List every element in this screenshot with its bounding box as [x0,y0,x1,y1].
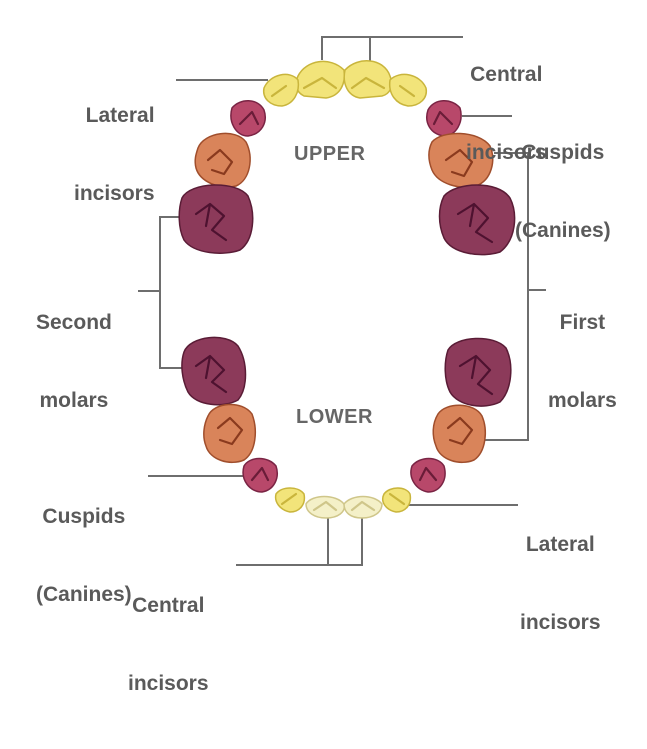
label-line: incisors [128,672,209,695]
label-line: Cuspids [42,505,126,528]
lower-lateral-incisor-left [274,487,306,513]
label-line: (Canines) [515,219,611,242]
lower-premolar-right [432,404,487,464]
leader-lines [138,36,546,566]
upper-canine-left [230,100,266,137]
leader-second-molars [138,216,184,369]
label-line: molars [548,389,617,412]
leader-first-molars [482,152,546,441]
label-first-molars: First molars [548,258,617,466]
lower-canine-left [242,457,278,493]
label-lower-lateral-incisors: Lateral incisors [520,480,601,688]
dental-arch-diagram: UPPER LOWER Central incisors Lateral inc… [36,10,617,695]
lower-second-molar-left [181,336,247,406]
label-line: Central [470,63,543,86]
label-line: Lateral [85,104,155,127]
label-line: First [559,311,606,334]
label-line: Second [36,311,112,334]
upper-first-molar-right [438,184,516,256]
lower-central-incisor-right [343,495,383,519]
lower-teeth [181,336,512,519]
label-upper-central-incisors: Central incisors [466,10,547,218]
label-line: Cuspids [521,141,605,164]
upper-second-molar-left [178,184,254,254]
lower-jaw-label: LOWER [296,406,373,428]
label-upper-lateral-incisors: Lateral incisors [74,51,155,259]
upper-jaw-label: UPPER [294,143,366,165]
label-lower-central-incisors: Central incisors [128,541,209,749]
leader-upper-central [321,36,463,62]
lower-canine-right [410,457,446,493]
upper-first-premolar-left [194,132,251,188]
label-line: incisors [74,182,155,205]
label-second-molars: Second molars [36,258,112,466]
label-lower-cuspids: Cuspids (Canines) [36,452,132,660]
label-line: Lateral [525,533,595,556]
label-upper-cuspids: Cuspids (Canines) [515,88,611,296]
label-line: incisors [466,141,547,164]
upper-canine-right [426,100,462,137]
lower-premolar-left [203,403,257,464]
teeth-illustration [138,36,546,566]
label-line: molars [39,389,109,412]
upper-lateral-incisor-right [388,73,428,107]
upper-teeth [178,60,516,256]
label-line: (Canines) [36,583,132,606]
label-line: incisors [520,611,601,634]
leader-lower-central [236,516,363,566]
lower-first-molar-right [444,337,512,407]
lower-central-incisor-left [305,495,346,519]
